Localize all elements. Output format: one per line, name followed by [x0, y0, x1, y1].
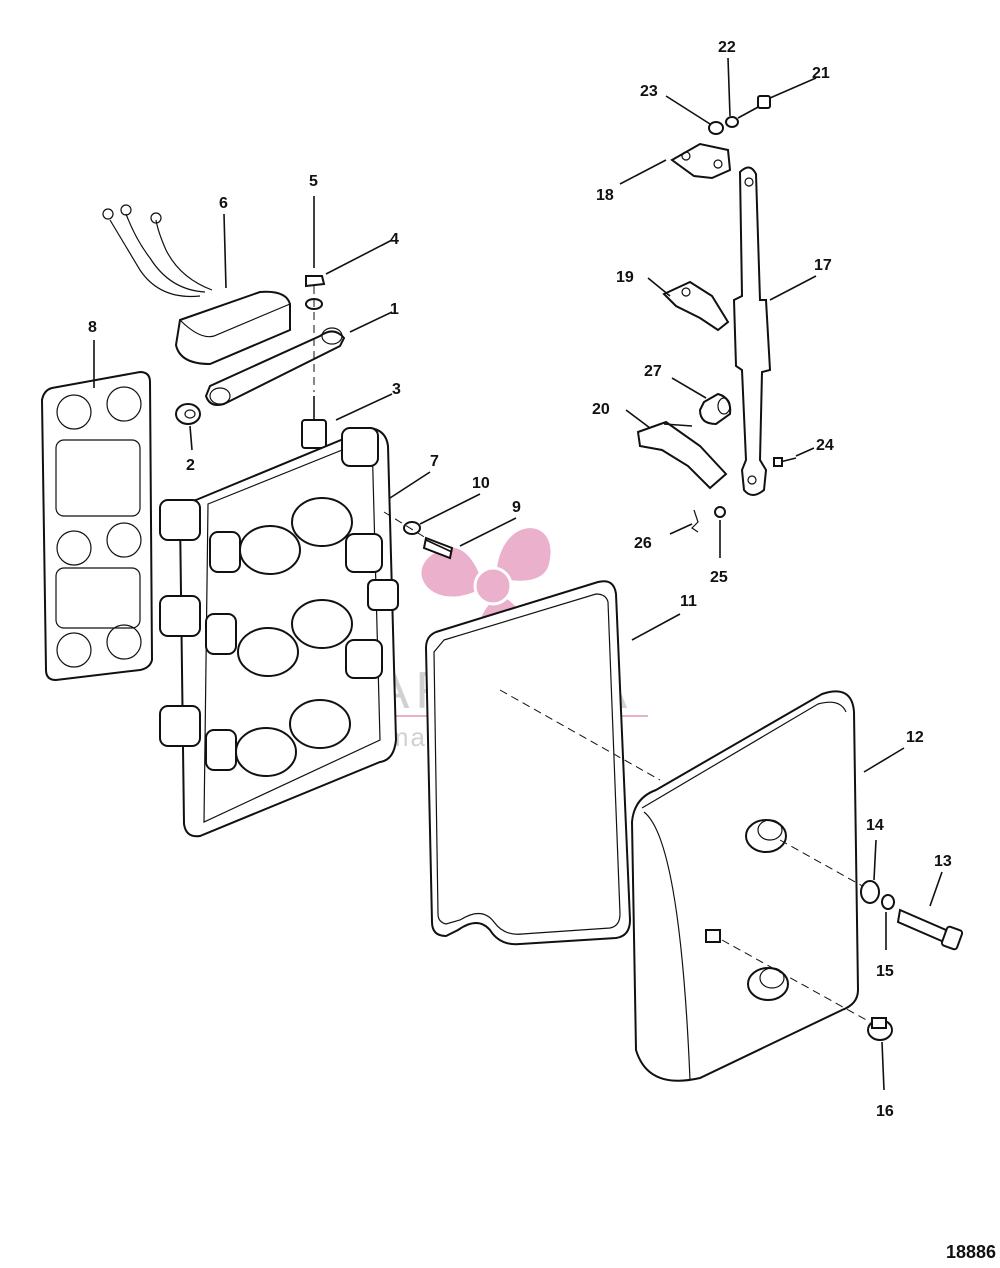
screw-washer-part	[403, 521, 454, 560]
callout-5: 5	[309, 173, 318, 190]
callout-15: 15	[876, 963, 894, 980]
screw-21-part	[737, 95, 771, 119]
gasket-part	[40, 370, 154, 682]
callout-11: 11	[680, 593, 697, 610]
washer-22-part	[725, 116, 739, 128]
callout-4: 4	[390, 231, 399, 248]
throttle-lever-19-part	[662, 280, 730, 332]
reed-plate-part	[159, 426, 399, 838]
throttle-lever-20-part	[636, 420, 728, 490]
callout-labels: 1 2 3 4 5 6 7 8 9 10 11 12 13 14 15 16 1…	[88, 39, 952, 1120]
callout-13: 13	[934, 853, 952, 870]
diagram-id: 18886	[946, 1242, 996, 1262]
module-part	[102, 204, 291, 366]
link-rod-part	[732, 166, 772, 496]
callout-27: 27	[644, 363, 662, 380]
callout-22: 22	[718, 39, 736, 56]
cover-gasket-part	[424, 580, 632, 946]
screw-24-part	[773, 457, 797, 467]
callout-10: 10	[472, 475, 490, 492]
washer-nut-part	[305, 275, 326, 310]
callout-19: 19	[616, 269, 634, 286]
washer-23-part	[708, 121, 724, 135]
callout-1: 1	[390, 301, 399, 318]
throttle-lever-18-part	[670, 142, 732, 180]
callout-23: 23	[640, 83, 658, 100]
callout-20: 20	[592, 401, 610, 418]
callout-25: 25	[710, 569, 728, 586]
callout-9: 9	[512, 499, 521, 516]
clip-26-part	[691, 509, 699, 533]
callout-26: 26	[634, 535, 652, 552]
stud-part	[301, 396, 327, 449]
roller-27-part	[698, 392, 732, 426]
grommet-part	[175, 403, 201, 425]
callout-2: 2	[186, 457, 195, 474]
lock-washer-part	[881, 894, 895, 910]
bolt-part	[896, 908, 964, 951]
callout-6: 6	[219, 195, 228, 212]
cover-part	[630, 690, 860, 1082]
bracket-part	[204, 327, 346, 406]
callout-8: 8	[88, 319, 97, 336]
callout-18: 18	[596, 187, 614, 204]
callout-16: 16	[876, 1103, 894, 1120]
plug-part	[867, 1017, 893, 1041]
callout-3: 3	[392, 381, 401, 398]
callout-14: 14	[866, 817, 884, 834]
leader-lines	[93, 57, 943, 1091]
callout-7: 7	[430, 453, 439, 470]
callout-21: 21	[812, 65, 830, 82]
callout-24: 24	[816, 437, 834, 454]
washer-25-part	[714, 506, 726, 518]
callout-17: 17	[814, 257, 832, 274]
flat-washer-part	[860, 880, 880, 904]
callout-12: 12	[906, 729, 924, 746]
